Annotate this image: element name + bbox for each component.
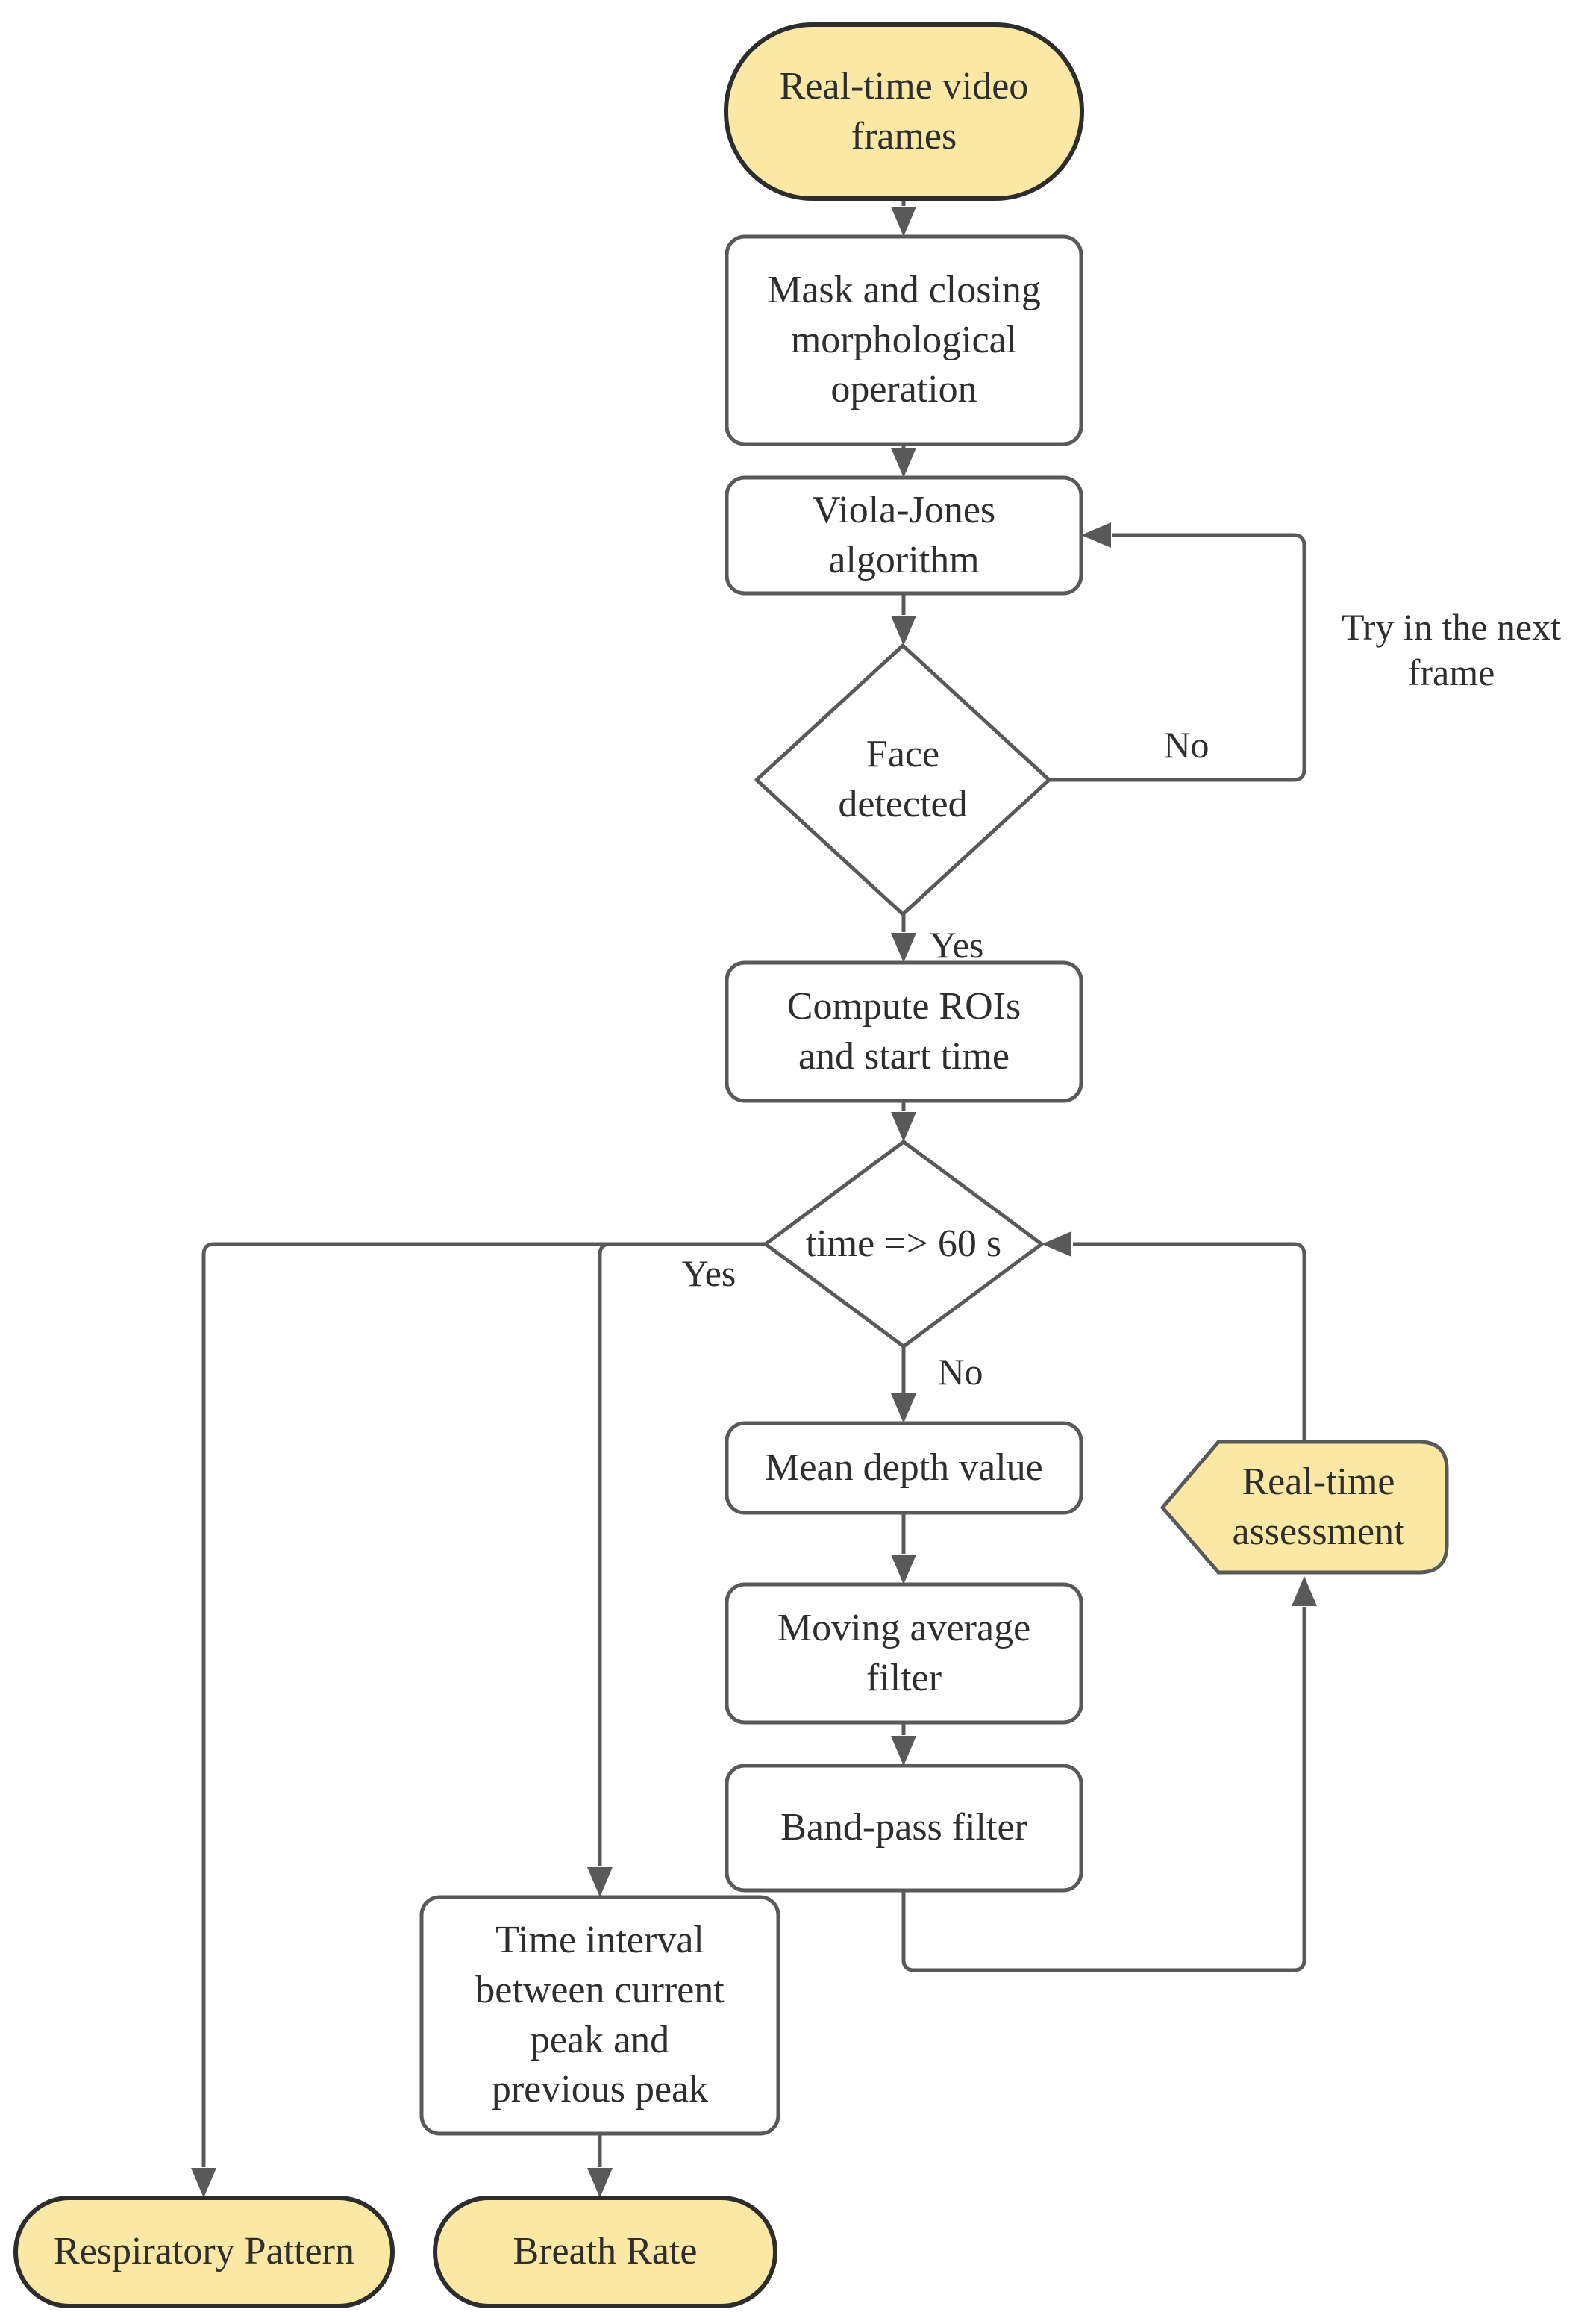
edge-band-rt: [901, 1607, 1306, 1972]
node-breath-rate-shape: [433, 2196, 777, 2308]
edge-lines: [201, 199, 1306, 2167]
node-start-shape: [724, 22, 1084, 201]
node-moving-average-shape: [725, 1582, 1083, 1725]
arrowhead-breath: [587, 2168, 613, 2198]
arrowhead-face: [891, 616, 916, 646]
arrowhead-viola-loop: [1081, 522, 1111, 548]
edge-time-yes-respiratory: [201, 1242, 766, 2167]
arrowhead-time: [891, 1112, 916, 1142]
edge-rt-time: [1073, 1242, 1306, 1442]
arrowhead-compute: [891, 933, 916, 963]
arrowhead-band: [891, 1736, 916, 1766]
node-mean-depth-shape: [725, 1421, 1083, 1515]
node-time-interval-shape: [419, 1895, 780, 2136]
node-compute-rois-shape: [725, 960, 1083, 1103]
arrowhead-moving: [891, 1555, 916, 1584]
edge-time-yes-interval: [598, 1242, 611, 1866]
arrowhead-rt-up: [1292, 1576, 1317, 1606]
arrowhead-interval: [587, 1867, 613, 1897]
arrowhead-viola: [891, 448, 916, 478]
node-rt-assessment-shape: [1160, 1440, 1449, 1575]
edge-face-no-loop: [1049, 533, 1306, 782]
arrowhead-mask: [891, 207, 916, 237]
node-mask-shape: [725, 234, 1083, 446]
node-viola-shape: [725, 475, 1083, 596]
arrowhead-mean: [891, 1393, 916, 1423]
arrowhead-time-left: [1042, 1231, 1071, 1257]
node-time-check-shape: [763, 1140, 1044, 1349]
node-face-detected-shape: [754, 643, 1051, 916]
arrowhead-respiratory: [191, 2168, 216, 2198]
node-respiratory-pattern-shape: [13, 2196, 395, 2308]
edge-arrowheads: [191, 207, 1317, 2198]
node-band-pass-shape: [725, 1764, 1083, 1893]
